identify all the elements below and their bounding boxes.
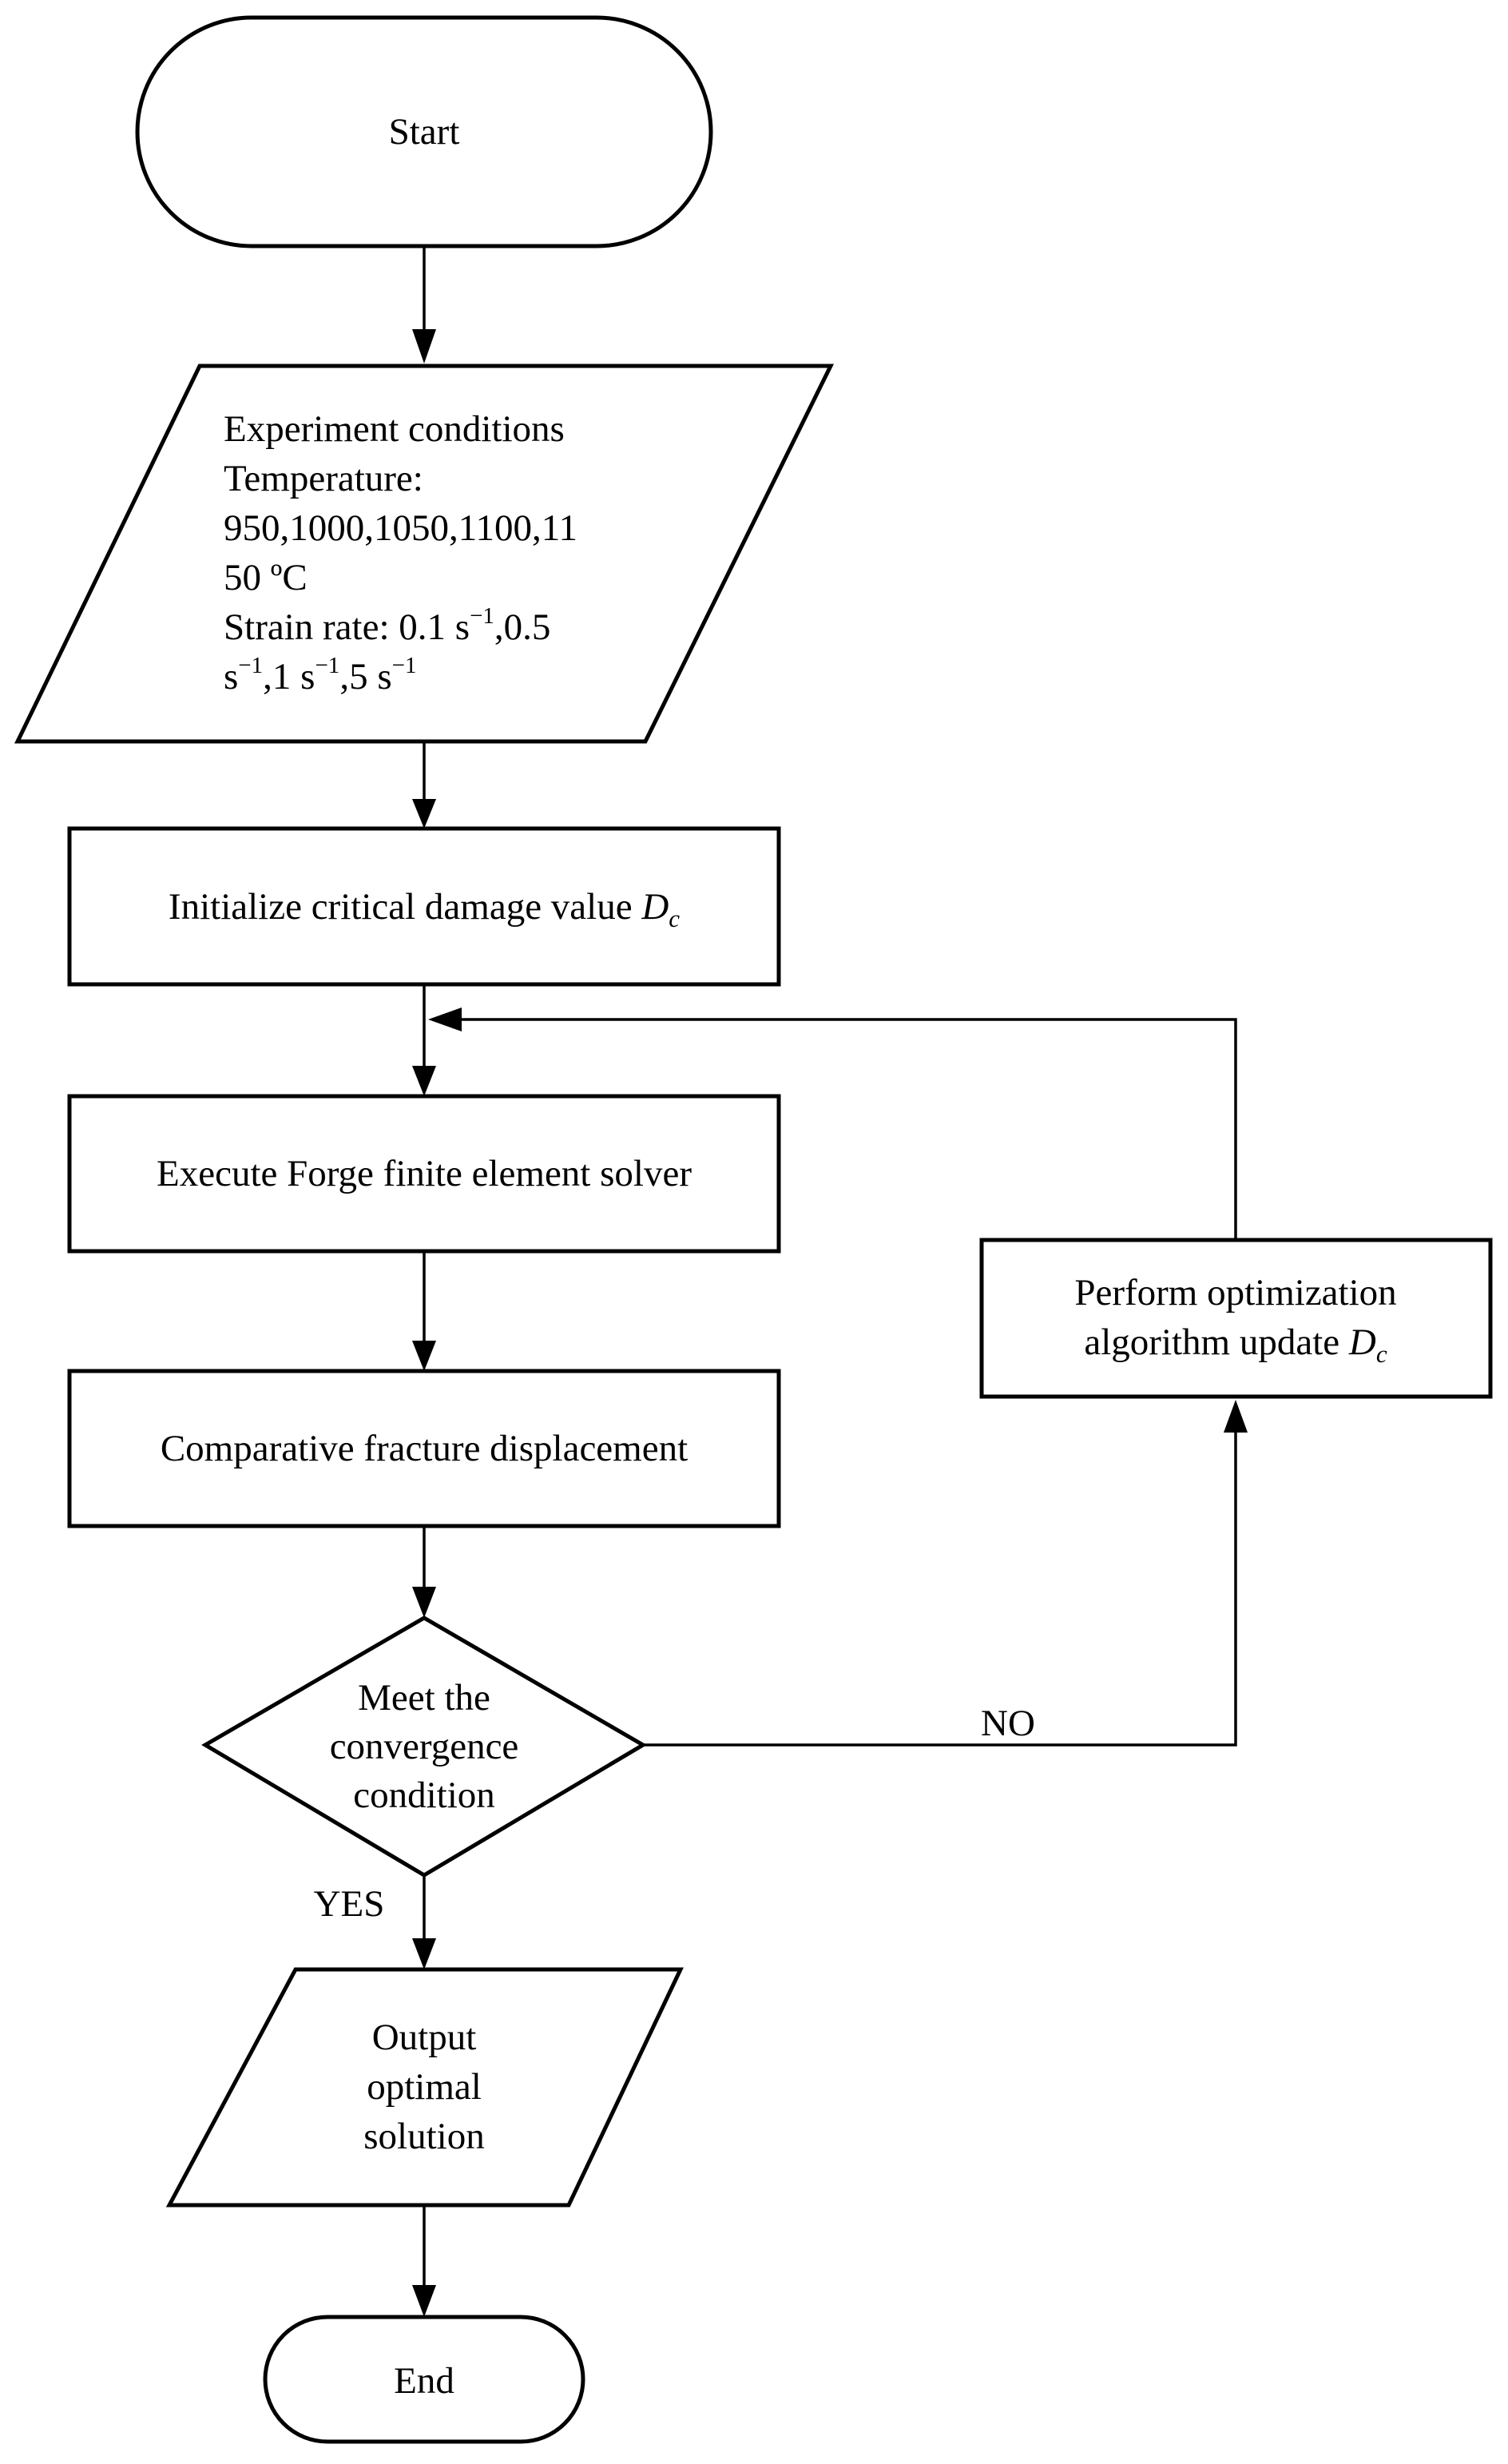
execute-label: Execute Forge finite element solver: [157, 1153, 692, 1194]
optimize-node: Perform optimization algorithm update Dc: [979, 1238, 1493, 1399]
output-label-line-3: solution: [363, 2116, 484, 2157]
experiment-title: Experiment conditions: [224, 408, 565, 450]
initialize-node: Initialize critical damage value Dc: [67, 826, 781, 987]
output-label-line-2: optimal: [367, 2066, 482, 2108]
no-label: NO: [981, 1703, 1035, 1744]
output-label-line-1: Output: [372, 2017, 477, 2058]
strain-rate-unit: s: [224, 656, 238, 697]
damage-symbol: D: [1348, 1321, 1376, 1363]
connectors: [412, 248, 1248, 2317]
experiment-strain-rate-line-1: Strain rate: 0.1 s−1,0.5: [224, 603, 550, 648]
strain-rate-third: ,1 s: [263, 656, 315, 697]
optimize-label-line-1: Perform optimization: [1074, 1272, 1396, 1313]
decision-label-line-1: Meet the: [358, 1677, 490, 1719]
experiment-temperature-label: Temperature:: [224, 458, 423, 499]
start-node: Start: [135, 15, 713, 248]
yes-label: YES: [314, 1883, 385, 1925]
arrowhead-down: [412, 2285, 436, 2317]
initialize-label: Initialize critical damage value Dc: [169, 886, 680, 932]
experiment-strain-rate-line-2: s−1,1 s−1,5 s−1: [224, 653, 416, 697]
unit-superscript: −1: [238, 653, 263, 678]
unit-superscript: −1: [315, 653, 339, 678]
arrowhead-down: [412, 1938, 436, 1969]
decision-label-line-3: condition: [353, 1774, 495, 1816]
damage-subscript: c: [669, 904, 680, 932]
output-node: Output optimal solution: [165, 1967, 684, 2208]
decision-label-line-2: convergence: [330, 1726, 519, 1767]
experiment-conditions-node: Experiment conditions Temperature: 950,1…: [14, 364, 835, 744]
execute-node: Execute Forge finite element solver: [67, 1094, 781, 1254]
end-node: End: [263, 2315, 585, 2444]
experiment-temperature-values-1: 950,1000,1050,1100,11: [224, 507, 577, 549]
strain-rate-fourth: ,5 s: [339, 656, 391, 697]
end-label: End: [394, 2360, 454, 2402]
compare-label: Comparative fracture displacement: [161, 1428, 688, 1469]
unit-superscript: −1: [470, 603, 494, 629]
arrowhead-left: [428, 1007, 462, 1031]
arrowhead-down: [412, 1066, 436, 1096]
strain-rate-prefix: Strain rate: 0.1 s: [224, 606, 470, 648]
arrowhead-down: [412, 1341, 436, 1371]
edge-decision-to-optimize: [643, 1426, 1237, 1747]
unit-superscript: −1: [392, 653, 417, 678]
arrowhead-down: [412, 329, 436, 364]
damage-symbol: D: [641, 886, 669, 928]
experiment-temperature-values-2: 50 ºC: [224, 557, 308, 598]
damage-subscript: c: [1376, 1340, 1387, 1368]
edge-optimize-loopback: [455, 1018, 1237, 1240]
arrowhead-down: [412, 1587, 436, 1618]
strain-rate-second: ,0.5: [494, 606, 551, 648]
arrowhead-down: [412, 799, 436, 829]
arrowhead-up: [1224, 1400, 1248, 1433]
decision-node: Meet the convergence condition: [201, 1616, 647, 1878]
optimize-label-line-2: algorithm update Dc: [1084, 1321, 1387, 1368]
start-label: Start: [389, 111, 460, 153]
initialize-text: Initialize critical damage value: [169, 886, 641, 928]
compare-node: Comparative fracture displacement: [67, 1369, 781, 1528]
optimize-text: algorithm update: [1084, 1321, 1349, 1363]
